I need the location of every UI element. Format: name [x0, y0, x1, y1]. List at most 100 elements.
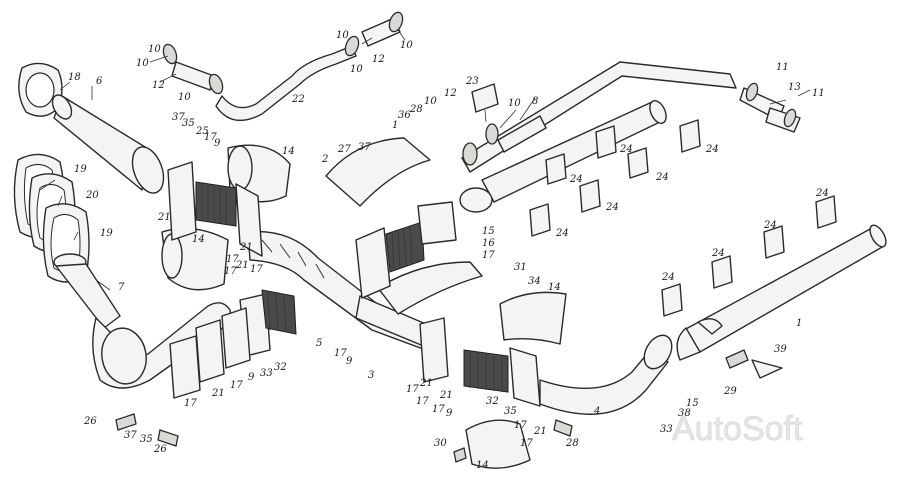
heat-shield-34: [499, 291, 567, 345]
callout-14: 14: [548, 282, 561, 293]
callout-21: 21: [439, 390, 453, 401]
callout-20: 20: [85, 190, 99, 201]
callout-1: 1: [796, 318, 802, 329]
callout-10: 10: [178, 92, 191, 103]
callout-9: 9: [446, 408, 453, 419]
callout-17: 17: [230, 380, 243, 391]
callout-14: 14: [282, 146, 295, 157]
callout-38: 38: [678, 408, 691, 419]
callout-29: 29: [723, 386, 737, 397]
callout-17: 17: [334, 348, 347, 359]
callout-24: 24: [605, 202, 619, 213]
callout-19: 19: [100, 228, 113, 239]
bellows-9-lower-right: [419, 317, 541, 407]
callout-10: 10: [508, 98, 521, 109]
callout-30: 30: [434, 438, 447, 449]
callout-24: 24: [763, 220, 777, 231]
heat-shield-2: [325, 137, 431, 207]
bellows-9-upper-left: [167, 161, 263, 257]
callout-16: 16: [482, 238, 495, 249]
callout-12: 12: [372, 54, 385, 65]
callout-15: 15: [482, 226, 495, 237]
callout-10: 10: [424, 96, 437, 107]
callout-35: 35: [182, 118, 195, 129]
callout-7: 7: [118, 282, 125, 293]
callout-37: 37: [358, 142, 371, 153]
callout-17: 17: [250, 264, 263, 275]
tube-1-upper: [459, 100, 667, 213]
tube-1-lower: [676, 224, 887, 361]
callout-21: 21: [157, 212, 171, 223]
callout-17: 17: [482, 250, 495, 261]
heat-shield-14-center: [377, 261, 483, 315]
callout-32: 32: [486, 396, 499, 407]
callout-2: 2: [321, 154, 328, 165]
callout-24: 24: [655, 172, 669, 183]
clamps: [162, 11, 797, 166]
callout-17: 17: [406, 384, 419, 395]
callout-32: 32: [274, 362, 287, 373]
callout-17: 17: [224, 266, 237, 277]
callout-10: 10: [336, 30, 349, 41]
callout-10: 10: [136, 58, 149, 69]
callout-17: 17: [520, 438, 533, 449]
callout-12: 12: [152, 80, 165, 91]
callout-17: 17: [416, 396, 429, 407]
callout-10: 10: [350, 64, 363, 75]
callout-3: 3: [368, 370, 374, 381]
callout-11: 11: [812, 88, 825, 99]
pipe-7: [53, 253, 231, 389]
callout-17: 17: [184, 398, 197, 409]
callout-8: 8: [532, 96, 538, 107]
callout-9: 9: [214, 138, 221, 149]
callouts: 18 6 10 12 10 10 12 10 22 10 10 23 12 10…: [68, 30, 829, 471]
callout-9: 9: [248, 372, 255, 383]
callout-31: 31: [514, 262, 527, 273]
callout-24: 24: [555, 228, 569, 239]
callout-37: 37: [172, 112, 185, 123]
callout-13: 13: [788, 82, 801, 93]
hose-22: [215, 45, 357, 122]
pipe-8: [461, 61, 737, 173]
callout-37: 37: [124, 430, 137, 441]
callout-17: 17: [204, 132, 217, 143]
callout-10: 10: [148, 44, 161, 55]
callout-26: 26: [83, 416, 97, 427]
callout-26: 26: [153, 444, 167, 455]
callout-4: 4: [593, 406, 600, 417]
callout-24: 24: [569, 174, 583, 185]
callout-21: 21: [235, 260, 249, 271]
heat-shield-14-left: [161, 227, 229, 291]
callout-19: 19: [74, 164, 87, 175]
pipe-6: [51, 94, 165, 194]
callout-35: 35: [140, 434, 153, 445]
callout-39: 39: [774, 344, 787, 355]
callout-17: 17: [226, 254, 239, 265]
callout-17: 17: [432, 404, 445, 415]
callout-24: 24: [661, 272, 675, 283]
flanges-17-21-left: [169, 307, 251, 399]
bracket-23: [471, 83, 499, 113]
callout-28: 28: [409, 104, 423, 115]
callout-15: 15: [686, 398, 699, 409]
callout-22: 22: [291, 94, 305, 105]
callout-6: 6: [96, 76, 103, 87]
callout-25: 25: [195, 126, 209, 137]
gaskets-24: [529, 119, 837, 317]
callout-24: 24: [619, 144, 633, 155]
callout-14: 14: [476, 460, 489, 471]
callout-36: 36: [398, 110, 411, 121]
callout-17: 17: [514, 420, 527, 431]
callout-1: 1: [392, 120, 398, 131]
callout-28: 28: [565, 438, 579, 449]
callout-35: 35: [504, 406, 517, 417]
bolts: [115, 349, 783, 463]
callout-33: 33: [660, 424, 673, 435]
pipe-4: [539, 334, 673, 415]
callout-21: 21: [239, 242, 253, 253]
callout-21: 21: [419, 378, 433, 389]
callout-24: 24: [705, 144, 719, 155]
bellows-9-center: [355, 201, 457, 299]
callout-34: 34: [528, 276, 541, 287]
